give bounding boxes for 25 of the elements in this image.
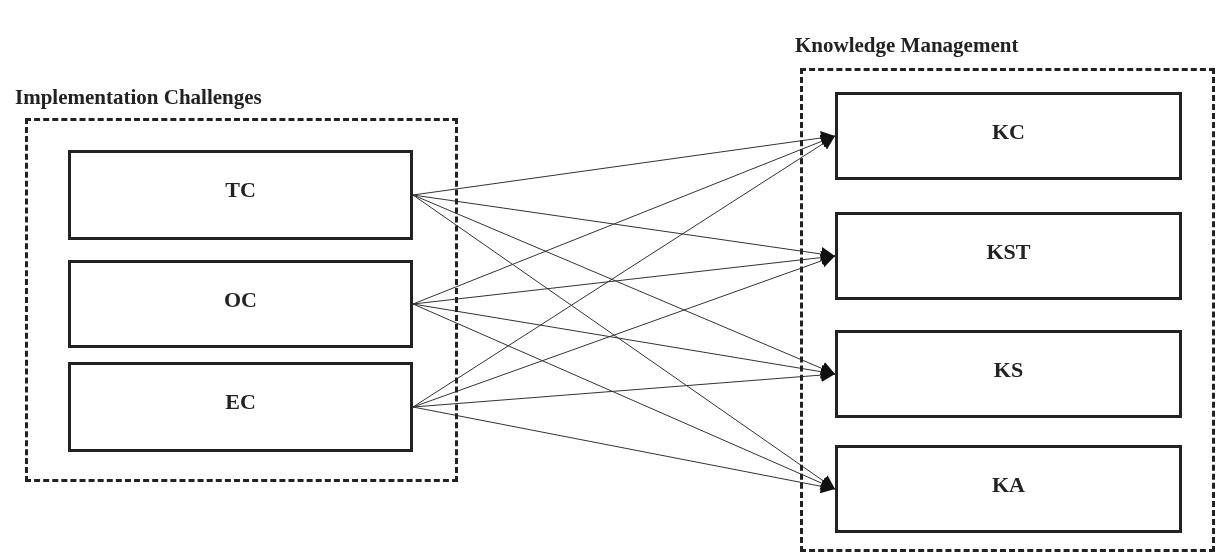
box-label: KA <box>992 471 1025 499</box>
arrow <box>412 194 836 261</box>
process-box <box>835 445 1182 533</box>
process-box <box>68 150 413 240</box>
arrow <box>412 303 836 490</box>
box-label: OC <box>224 286 257 314</box>
arrow <box>412 131 836 196</box>
arrow <box>412 368 836 408</box>
box-label: KS <box>993 356 1024 384</box>
box-label: KC <box>992 118 1025 146</box>
box-label: TC <box>225 176 256 204</box>
arrow <box>412 303 836 379</box>
process-box <box>68 260 413 348</box>
arrow <box>412 250 836 305</box>
group-heading: Implementation Challenges <box>15 84 262 111</box>
process-box <box>835 92 1182 180</box>
process-box <box>835 330 1182 418</box>
arrow <box>412 135 836 408</box>
process-box <box>68 362 413 452</box>
box-label: KST <box>986 238 1031 266</box>
process-box <box>835 212 1182 300</box>
arrow <box>412 406 836 494</box>
group-heading: Knowledge Management <box>795 32 1019 59</box>
arrow <box>412 194 836 490</box>
box-label: EC <box>225 388 256 416</box>
